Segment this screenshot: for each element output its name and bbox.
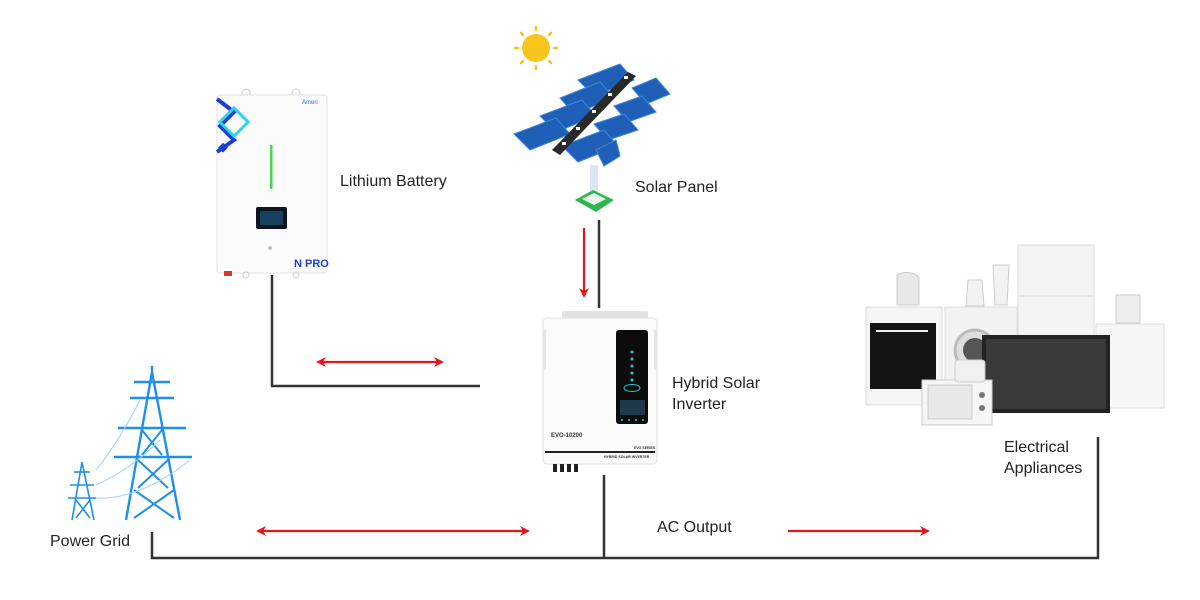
lithium-battery-label: Lithium Battery	[340, 173, 447, 190]
hybrid-inverter-illustration: EVO-10200 EVO SERIES HYBRID SOLAR INVERT…	[542, 311, 658, 472]
ac-output-label: AC Output	[657, 519, 732, 536]
power-grid-towers-illustration	[68, 366, 192, 521]
svg-text:N PRO: N PRO	[294, 258, 329, 270]
electrical-appliances-label-line2: Appliances	[1004, 460, 1083, 477]
electrical-appliances-label: Electrical Appliances	[1004, 437, 1082, 479]
grid-wire	[150, 437, 1100, 560]
flow-arrows	[256, 228, 930, 536]
electrical-appliances-illustration	[865, 244, 1165, 426]
svg-text:HYBRID SOLAR INVERTER: HYBRID SOLAR INVERTER	[604, 455, 650, 459]
electrical-appliances-label-line1: Electrical	[1004, 439, 1069, 456]
svg-text:EVO-10200: EVO-10200	[551, 433, 583, 439]
hybrid-inverter-label-line1: Hybrid Solar	[672, 375, 761, 392]
solar-panel-label: Solar Panel	[635, 179, 718, 196]
wires	[150, 220, 1100, 560]
svg-text:EVO SERIES: EVO SERIES	[634, 446, 656, 450]
svg-text:Ameri: Ameri	[302, 100, 318, 106]
hybrid-inverter-label: Hybrid Solar Inverter	[672, 373, 760, 415]
power-grid-label: Power Grid	[50, 533, 131, 550]
sun-icon	[513, 25, 559, 71]
battery-wire	[270, 275, 480, 388]
hybrid-inverter-label-line2: Inverter	[672, 396, 727, 413]
solar-panel-illustration	[513, 63, 671, 212]
lithium-battery-illustration: Ameri N PRO	[215, 88, 329, 279]
